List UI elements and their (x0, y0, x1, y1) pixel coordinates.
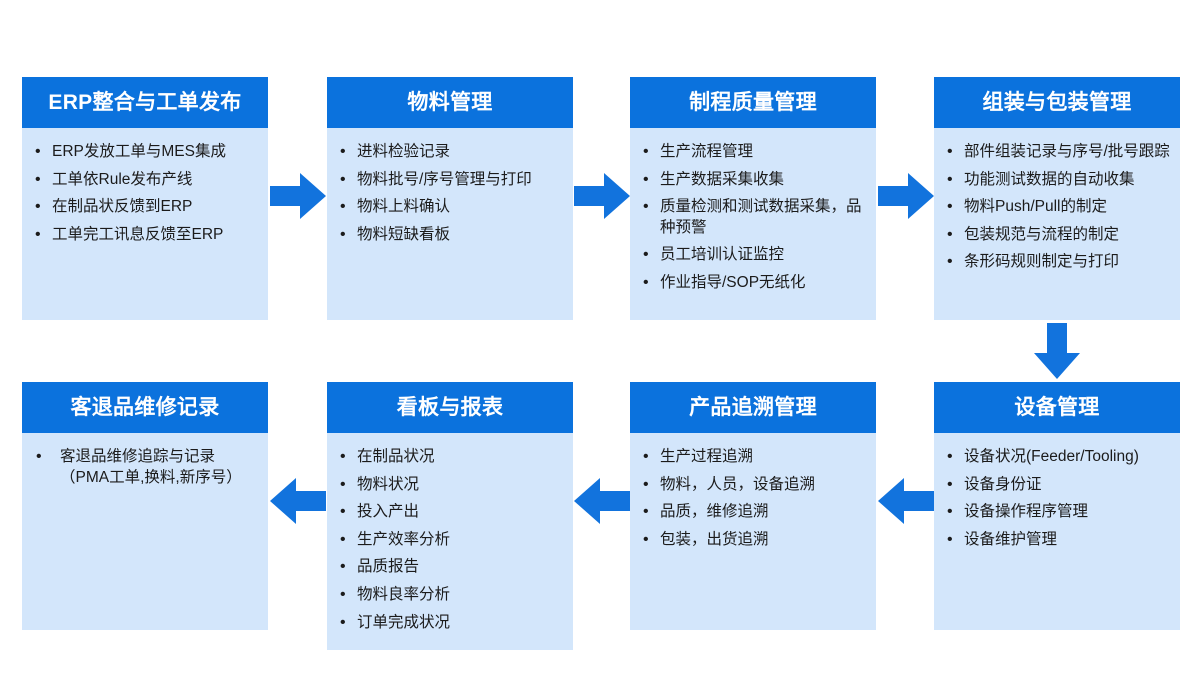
box-title: ERP整合与工单发布 (22, 77, 268, 128)
arrow-assembly-to-equipment (1033, 323, 1081, 379)
list-item: 生产数据采集收集 (638, 169, 866, 191)
list-item: 员工培训认证监控 (638, 244, 866, 266)
list-item: 物料批号/序号管理与打印 (335, 169, 563, 191)
list-item: 设备维护管理 (942, 529, 1170, 551)
box-title: 组装与包装管理 (934, 77, 1180, 128)
box-title: 客退品维修记录 (22, 382, 268, 433)
list-item: 设备操作程序管理 (942, 501, 1170, 523)
list-item: 条形码规则制定与打印 (942, 251, 1170, 273)
list-item: 设备身份证 (942, 474, 1170, 496)
list-item: 物料良率分析 (335, 584, 563, 606)
box-process-quality-management[interactable]: 制程质量管理 生产流程管理 生产数据采集收集 质量检测和测试数据采集，品种预警 … (630, 77, 876, 320)
box-material-management[interactable]: 物料管理 进料检验记录 物料批号/序号管理与打印 物料上料确认 物料短缺看板 (327, 77, 573, 320)
box-title: 物料管理 (327, 77, 573, 128)
bullet-list: 进料检验记录 物料批号/序号管理与打印 物料上料确认 物料短缺看板 (335, 141, 563, 246)
box-assembly-packaging-management[interactable]: 组装与包装管理 部件组装记录与序号/批号跟踪 功能测试数据的自动收集 物料Pus… (934, 77, 1180, 320)
box-title: 设备管理 (934, 382, 1180, 433)
list-item: 包装，出货追溯 (638, 529, 866, 551)
bullet-list: 设备状况(Feeder/Tooling) 设备身份证 设备操作程序管理 设备维护… (942, 446, 1170, 551)
list-item: 客退品维修追踪与记录（PMA工单,换料,新序号） (30, 446, 258, 488)
box-body: ERP发放工单与MES集成 工单依Rule发布产线 在制品状反馈到ERP 工单完… (22, 128, 268, 320)
box-body: 进料检验记录 物料批号/序号管理与打印 物料上料确认 物料短缺看板 (327, 128, 573, 320)
bullet-list: 生产过程追溯 物料，人员，设备追溯 品质，维修追溯 包装，出货追溯 (638, 446, 866, 551)
list-item: 物料Push/Pull的制定 (942, 196, 1170, 218)
list-item: 工单依Rule发布产线 (30, 169, 258, 191)
arrow-material-to-quality (574, 172, 630, 220)
arrow-kanban-to-return (270, 477, 326, 525)
list-item: 部件组装记录与序号/批号跟踪 (942, 141, 1170, 163)
arrow-equipment-to-traceability (878, 477, 934, 525)
box-body: 设备状况(Feeder/Tooling) 设备身份证 设备操作程序管理 设备维护… (934, 433, 1180, 630)
arrow-erp-to-material (270, 172, 326, 220)
list-item: 物料，人员，设备追溯 (638, 474, 866, 496)
arrow-quality-to-assembly (878, 172, 934, 220)
list-item: 生产流程管理 (638, 141, 866, 163)
list-item: 生产效率分析 (335, 529, 563, 551)
box-product-traceability-management[interactable]: 产品追溯管理 生产过程追溯 物料，人员，设备追溯 品质，维修追溯 包装，出货追溯 (630, 382, 876, 630)
box-title: 产品追溯管理 (630, 382, 876, 433)
list-item: 物料上料确认 (335, 196, 563, 218)
list-item: 设备状况(Feeder/Tooling) (942, 446, 1170, 468)
box-title: 看板与报表 (327, 382, 573, 433)
box-title: 制程质量管理 (630, 77, 876, 128)
list-item: 物料短缺看板 (335, 224, 563, 246)
list-item: 在制品状反馈到ERP (30, 196, 258, 218)
list-item: ERP发放工单与MES集成 (30, 141, 258, 163)
list-item: 物料状况 (335, 474, 563, 496)
list-item: 生产过程追溯 (638, 446, 866, 468)
box-customer-return-repair-record[interactable]: 客退品维修记录 客退品维修追踪与记录（PMA工单,换料,新序号） (22, 382, 268, 630)
list-item: 进料检验记录 (335, 141, 563, 163)
list-item: 品质，维修追溯 (638, 501, 866, 523)
box-equipment-management[interactable]: 设备管理 设备状况(Feeder/Tooling) 设备身份证 设备操作程序管理… (934, 382, 1180, 630)
bullet-list: 客退品维修追踪与记录（PMA工单,换料,新序号） (30, 446, 258, 488)
box-body: 生产流程管理 生产数据采集收集 质量检测和测试数据采集，品种预警 员工培训认证监… (630, 128, 876, 320)
box-body: 在制品状况 物料状况 投入产出 生产效率分析 品质报告 物料良率分析 订单完成状… (327, 433, 573, 651)
list-item: 作业指导/SOP无纸化 (638, 272, 866, 294)
box-body: 客退品维修追踪与记录（PMA工单,换料,新序号） (22, 433, 268, 630)
list-item: 工单完工讯息反馈至ERP (30, 224, 258, 246)
list-item: 包装规范与流程的制定 (942, 224, 1170, 246)
list-item: 在制品状况 (335, 446, 563, 468)
list-item: 质量检测和测试数据采集，品种预警 (638, 196, 866, 238)
bullet-list: ERP发放工单与MES集成 工单依Rule发布产线 在制品状反馈到ERP 工单完… (30, 141, 258, 246)
box-body: 部件组装记录与序号/批号跟踪 功能测试数据的自动收集 物料Push/Pull的制… (934, 128, 1180, 320)
box-body: 生产过程追溯 物料，人员，设备追溯 品质，维修追溯 包装，出货追溯 (630, 433, 876, 630)
bullet-list: 在制品状况 物料状况 投入产出 生产效率分析 品质报告 物料良率分析 订单完成状… (335, 446, 563, 634)
list-item: 投入产出 (335, 501, 563, 523)
box-erp-integration[interactable]: ERP整合与工单发布 ERP发放工单与MES集成 工单依Rule发布产线 在制品… (22, 77, 268, 320)
list-item: 品质报告 (335, 556, 563, 578)
list-item: 功能测试数据的自动收集 (942, 169, 1170, 191)
box-kanban-and-reports[interactable]: 看板与报表 在制品状况 物料状况 投入产出 生产效率分析 品质报告 物料良率分析… (327, 382, 573, 651)
bullet-list: 部件组装记录与序号/批号跟踪 功能测试数据的自动收集 物料Push/Pull的制… (942, 141, 1170, 273)
bullet-list: 生产流程管理 生产数据采集收集 质量检测和测试数据采集，品种预警 员工培训认证监… (638, 141, 866, 294)
arrow-traceability-to-kanban (574, 477, 630, 525)
list-item: 订单完成状况 (335, 612, 563, 634)
